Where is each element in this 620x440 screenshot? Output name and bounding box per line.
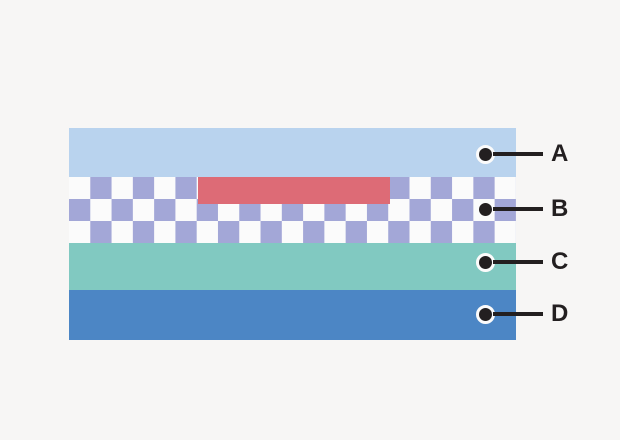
layer-stack <box>69 128 516 340</box>
layer-d <box>69 290 516 340</box>
layer-label-d: D <box>551 300 569 327</box>
callout-line-d <box>493 312 543 316</box>
layer-label-a: A <box>551 140 569 167</box>
callout-b: B <box>476 197 568 221</box>
layer-b-checker <box>69 177 516 243</box>
callout-a: A <box>476 142 568 166</box>
callout-line-c <box>493 260 543 264</box>
callout-line-a <box>493 152 543 156</box>
callout-d: D <box>476 302 568 326</box>
embedded-red-bar <box>198 177 390 204</box>
layer-label-c: C <box>551 248 569 275</box>
layer-a <box>69 128 516 177</box>
callout-line-b <box>493 207 543 211</box>
layer-label-b: B <box>551 195 569 222</box>
callout-c: C <box>476 250 568 274</box>
layer-c <box>69 243 516 290</box>
